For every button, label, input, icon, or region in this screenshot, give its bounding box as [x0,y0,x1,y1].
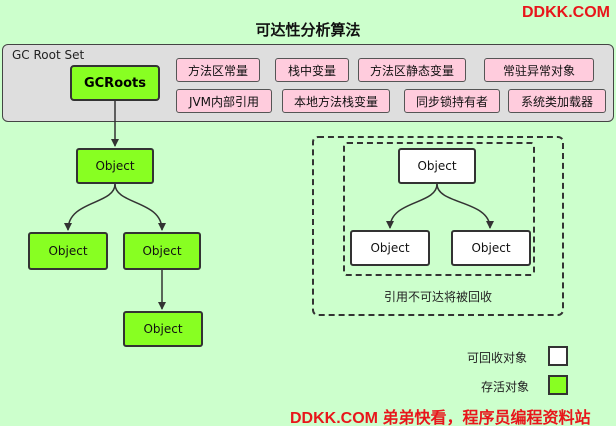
gcroots-node: GCRoots [70,65,160,101]
root-tag-resident-exception: 常驻异常对象 [484,58,594,82]
root-tag-jvm-internal-ref: JVM内部引用 [176,89,272,113]
arrow-unreachable-to-right [436,183,494,229]
gc-root-set-label: GC Root Set [12,48,85,62]
arrow-object-to-left-child [64,183,116,231]
brand-watermark-top: DDKK.COM [522,4,610,21]
root-tag-stack-variable: 栈中变量 [275,58,349,82]
reachable-object-root: Object [76,148,154,184]
root-tag-method-area-constant: 方法区常量 [176,58,260,82]
unreachable-caption: 引用不可达将被回收 [383,290,492,304]
unreachable-inner-group [343,142,535,276]
root-tag-native-stack-variable: 本地方法栈变量 [282,89,390,113]
brand-watermark-bottom: DDKK.COM 弟弟快看，程序员编程资料站 [290,410,591,426]
reachable-object-left: Object [28,232,108,270]
unreachable-object-left: Object [350,230,430,266]
arrow-unreachable-to-left [386,183,438,229]
unreachable-outer-group [312,136,564,316]
reachable-object-grandchild: Object [123,311,203,347]
legend-alive-label: 存活对象 [481,380,530,394]
unreachable-object-root: Object [398,148,476,184]
root-tag-lock-holder: 同步锁持有者 [404,89,500,113]
legend-alive-swatch [548,375,568,395]
diagram-title: 可达性分析算法 [255,21,361,39]
reachable-object-right: Object [123,232,201,270]
unreachable-object-right: Object [451,230,531,266]
arrow-object-to-right-child [114,183,166,231]
legend-collectable-label: 可回收对象 [467,351,528,365]
root-tag-system-classloader: 系统类加载器 [508,89,606,113]
legend-collectable-swatch [548,346,568,366]
root-tag-static-variable: 方法区静态变量 [358,58,466,82]
